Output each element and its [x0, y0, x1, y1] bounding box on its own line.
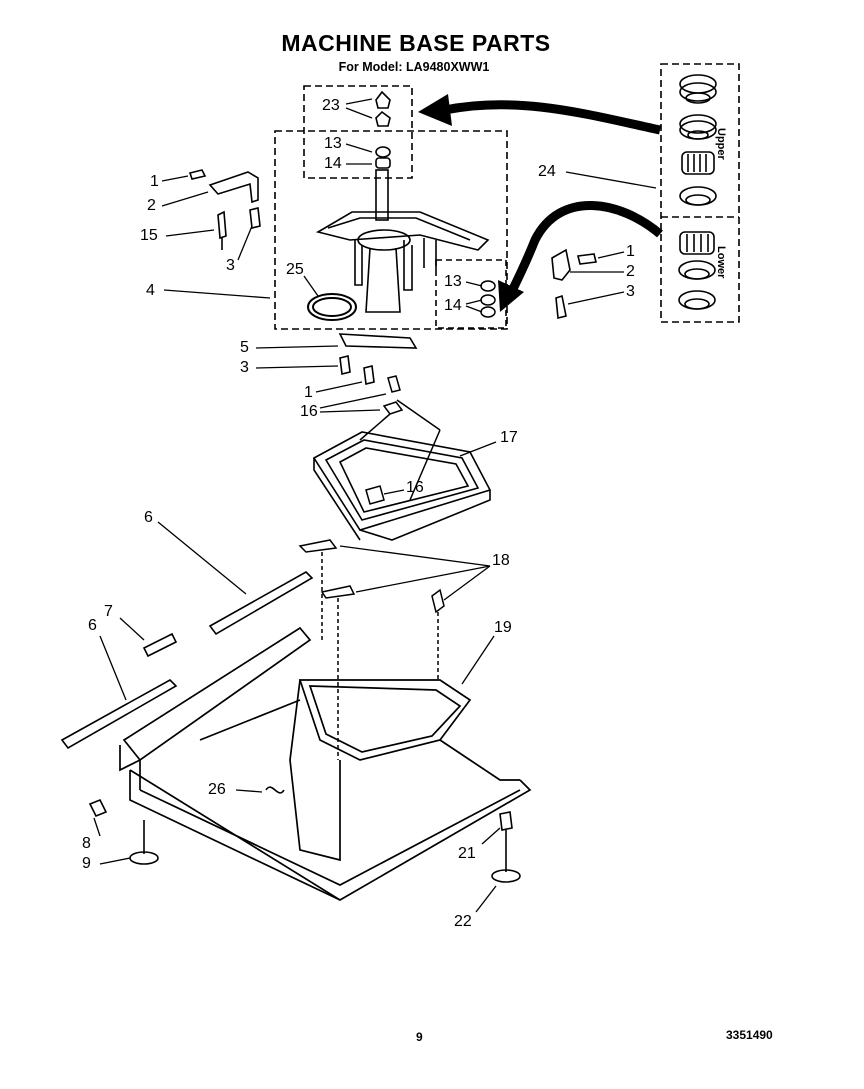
model-subtitle: For Model: LA9480XWW1	[338, 60, 490, 74]
callout-5: 5	[240, 339, 249, 356]
callout-19: 19	[494, 619, 512, 636]
callout-1-right: 1	[626, 243, 635, 260]
callout-6-lower: 6	[88, 617, 97, 634]
curved-arrow-upper	[444, 100, 661, 135]
callout-22: 22	[454, 913, 472, 930]
callout-2: 2	[147, 197, 156, 214]
callout-8: 8	[82, 835, 91, 852]
callout-15: 15	[140, 227, 158, 244]
callout-24: 24	[538, 163, 556, 180]
callout-9: 9	[82, 855, 91, 872]
upper-label: Upper	[715, 128, 727, 160]
callout-1: 1	[150, 173, 159, 190]
callout-26: 26	[208, 781, 226, 798]
callout-3-lower: 3	[240, 359, 249, 376]
callout-25: 25	[286, 261, 304, 278]
page-number: 9	[416, 1030, 423, 1044]
base-frame	[119, 626, 532, 901]
callout-14-right: 14	[444, 297, 462, 314]
callout-7: 7	[104, 603, 113, 620]
tub-support-frame	[312, 431, 492, 541]
callout-3: 3	[226, 257, 235, 274]
callout-16-lower: 16	[406, 479, 424, 496]
callout-13-right: 13	[444, 273, 462, 290]
agitator-box	[274, 130, 508, 330]
callout-4: 4	[146, 282, 155, 299]
callout-2-right: 2	[626, 263, 635, 280]
callout-14: 14	[324, 155, 342, 172]
callout-6: 6	[144, 509, 153, 526]
leader-lines	[93, 98, 657, 913]
callout-16: 16	[300, 403, 318, 420]
gasket-ring	[307, 293, 357, 321]
lower-label: Lower	[715, 246, 727, 279]
upper-bearing-set	[679, 74, 717, 206]
callout-17: 17	[500, 429, 518, 446]
curved-arrow-lower	[505, 201, 663, 298]
callout-23: 23	[322, 97, 340, 114]
callout-21: 21	[458, 845, 476, 862]
callout-18: 18	[492, 552, 510, 569]
document-number: 3351490	[726, 1028, 773, 1042]
seal-box-top	[303, 85, 413, 179]
bearing-inset-box	[660, 63, 740, 323]
callout-13: 13	[324, 135, 342, 152]
lower-bearing-set	[678, 231, 716, 310]
callout-3-right: 3	[626, 283, 635, 300]
transmission-assembly	[315, 169, 490, 313]
page-title: MACHINE BASE PARTS	[281, 30, 551, 56]
seal-box-right	[435, 259, 507, 329]
callout-1-lower: 1	[304, 384, 313, 401]
